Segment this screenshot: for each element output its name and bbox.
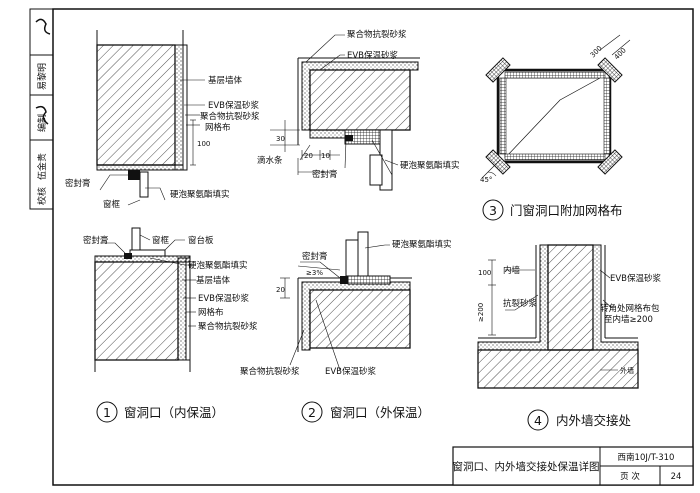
detail-1b-leaders [100,234,196,327]
d3-dim-300: 300 [589,44,604,59]
d2b-label-polymer: 聚合物抗裂砂浆 [240,366,300,377]
caption-2-number: 2 [308,405,316,420]
d2-dim-10: 10 [321,152,330,160]
d1b-label-evb: EVB保温砂浆 [198,293,250,304]
caption-1-text: 窗洞口（内保温） [124,405,224,420]
detail-3-opening-mesh [481,34,631,179]
detail-4-wall-junction [477,244,639,389]
caption-3-number: 3 [489,203,497,218]
side-stamp: 校核 伍金贵 编制 易黎明 [29,8,54,210]
title-block-title: 窗洞口、内外墙交接处保温详图 [453,460,600,473]
d4-dim-200: ≥200 [477,303,485,322]
d1-label-evb: EVB保温砂浆 [208,100,260,111]
signature-mark [35,18,51,35]
caption-1: 1 窗洞口（内保温） [96,401,224,423]
d1-dim-100: 100 [197,140,210,148]
title-block-page-no: 24 [671,472,682,482]
d2b-dim-20: 20 [276,286,285,294]
detail-1-bottom-section [94,227,191,372]
d2-label-foam: 硬泡聚氨酯填实 [400,160,460,171]
d1b-label-sill: 窗台板 [188,235,214,246]
stamp-role-1: 校核 [36,187,48,205]
d1b-label-mesh: 网格布 [198,307,224,318]
d2b-label-foam: 硬泡聚氨酯填实 [392,239,452,250]
d2-label-sealant: 密封膏 [312,169,338,180]
d1-label-mesh: 网格布 [205,122,231,133]
d4-label-inner-wall: 内墙 [503,265,521,276]
stamp-role-2: 编制 [36,114,48,132]
detail-2-top-section [270,57,420,191]
d1b-label-frame: 窗框 [152,235,170,246]
caption-2-text: 窗洞口（外保温） [330,405,430,420]
detail-2-bottom-section [280,231,412,352]
d3-dim-400: 400 [613,46,628,61]
signature-mark [35,105,49,125]
caption-4: 4 内外墙交接处 [527,409,632,431]
title-block-atlas-code: 西南10J/T-310 [618,452,675,463]
d2b-label-slope: ≥3% [306,269,323,277]
title-block: 窗洞口、内外墙交接处保温详图 西南10J/T-310 页 次 24 [452,446,694,486]
detail-2-leaders [299,34,399,169]
d1b-label-wall: 基层墙体 [196,275,231,286]
caption-2: 2 窗洞口（外保温） [301,401,430,423]
d2b-label-evb: EVB保温砂浆 [325,366,377,377]
detail-4-leaders [505,269,618,371]
caption-4-text: 内外墙交接处 [556,413,632,428]
d4-label-corner-2: 至内墙≥200 [604,314,653,325]
d1b-label-polymer: 聚合物抗裂砂浆 [198,321,258,332]
stamp-name-1: 伍金贵 [36,153,48,180]
d4-dim-100: 100 [478,269,491,277]
detail-1-leaders [99,79,205,206]
d2-label-polymer: 聚合物抗裂砂浆 [347,29,407,40]
sheet-border [52,8,694,486]
d1-label-frame: 窗框 [103,199,121,210]
detail-2b-leaders [289,244,390,371]
d2-dim-30: 30 [276,135,285,143]
d4-label-corner-1: 转角处网格布包 [600,303,660,314]
d2b-label-sealant: 密封膏 [302,251,328,262]
caption-3-text: 门窗洞口附加网格布 [510,203,623,218]
d3-angle: 45° [480,176,492,184]
caption-1-number: 1 [103,405,111,420]
d1b-label-foam: 硬泡聚氨酯填实 [188,260,248,271]
d1-label-sealant: 密封膏 [65,178,91,189]
title-block-page-label: 页 次 [620,471,640,482]
d2-label-drip: 滴水条 [257,155,283,166]
d1-label-foam: 硬泡聚氨酯填实 [170,189,230,200]
detail-1-top-section: 100 [96,30,210,198]
caption-3: 3 门窗洞口附加网格布 [482,199,623,221]
d1-label-polymer: 聚合物抗裂砂浆 [200,111,260,122]
d2-label-evb: EVB保温砂浆 [347,50,399,61]
d4-label-crack: 抗裂砂浆 [503,298,538,309]
caption-4-number: 4 [534,413,542,428]
d4-label-evb: EVB保温砂浆 [610,273,662,284]
d4-label-outer-wall: 外墙 [620,366,634,375]
d1-label-wall: 基层墙体 [208,75,243,86]
d1b-label-sealant: 密封膏 [83,235,109,246]
stamp-name-2: 易黎明 [36,63,48,90]
d2-dim-20: 20 [304,152,313,160]
